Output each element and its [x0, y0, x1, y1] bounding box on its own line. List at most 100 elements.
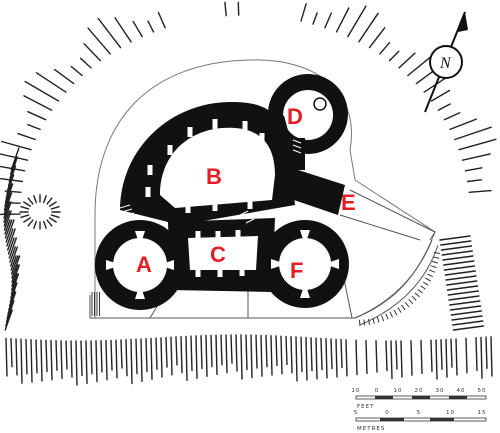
bridge-mark [430, 265, 437, 269]
hachure-mark [430, 339, 433, 373]
hachure-mark [45, 339, 48, 373]
bridge-mark [414, 292, 420, 298]
hachure-mark [455, 338, 458, 376]
embrasure [106, 260, 122, 270]
hachure-mark [0, 165, 26, 172]
label-c: C [210, 242, 226, 267]
arrow-slit [167, 145, 173, 155]
hachure-mark [245, 334, 248, 371]
hachure-mark [185, 335, 188, 382]
hachure-mark [195, 335, 198, 379]
bridge-mark [389, 311, 394, 318]
hachure-mark [135, 338, 138, 375]
hachure-mark [83, 43, 102, 62]
bridge-mark [431, 260, 439, 264]
hachure-mark [27, 197, 34, 205]
hachure-mark [30, 339, 33, 383]
hachure-mark [454, 126, 492, 141]
hachure-mark [330, 338, 333, 370]
arrow-slit [217, 267, 223, 277]
hachure-mark [170, 336, 173, 376]
hachure-mark [250, 334, 253, 379]
hachure-mark [435, 339, 438, 380]
hachure-mark [3, 201, 12, 223]
hachure-mark [43, 195, 47, 204]
hachure-mark [220, 334, 223, 366]
bridge-mark [420, 285, 426, 290]
hachure-mark [325, 338, 328, 379]
arrow-slit [215, 231, 221, 241]
arrow-slit [239, 266, 245, 276]
hachure-mark [147, 20, 155, 33]
hachure-mark [49, 217, 57, 223]
hachure-mark [310, 337, 313, 372]
hachure-mark [132, 20, 143, 38]
hachure-mark [24, 80, 60, 102]
scale-feet-tick: 20 [415, 388, 424, 394]
scale-feet-tick: 10 [394, 388, 403, 394]
bridge-mark [417, 289, 423, 294]
hachure-mark [85, 340, 88, 385]
hachure-mark [210, 334, 213, 368]
hachure-mark [430, 89, 451, 102]
hachure-mark [445, 338, 448, 378]
hachure-mark [480, 336, 483, 379]
hachure-mark [10, 147, 20, 171]
hachure-mark [20, 214, 30, 219]
bridge-mark [397, 307, 402, 313]
arrow-slit [185, 203, 191, 213]
arrow-slit [195, 267, 201, 277]
bridge-mark [401, 304, 406, 311]
hachure-mark [466, 179, 482, 183]
hachure-mark [6, 228, 16, 251]
hachure-mark [10, 338, 13, 368]
bridge-mark [385, 313, 389, 320]
hachure-mark [5, 337, 8, 377]
bridge-hatching [91, 252, 440, 326]
hachure-mark [3, 192, 12, 211]
stair-details [119, 139, 302, 224]
bridge-mark [363, 319, 366, 326]
hachure-mark [230, 334, 233, 364]
hachure-mark [130, 338, 133, 385]
hachure-mark [420, 339, 423, 374]
link-wall-bd [262, 115, 290, 141]
hachure-mark [6, 228, 14, 247]
hachure-mark [452, 325, 485, 331]
north-arrow-circle [429, 45, 463, 79]
scale-feet-tick: 30 [436, 388, 445, 394]
hachure-mark [4, 219, 13, 239]
scale-feet-tick: 0 [375, 388, 380, 394]
hachure-mark [312, 12, 318, 25]
hachure-mark [235, 334, 238, 372]
hachure-mark [200, 335, 203, 370]
hachure-mark [340, 338, 343, 369]
hachure-mark [215, 334, 218, 376]
hachure-mark [443, 265, 476, 271]
scale-metre-fill [380, 418, 404, 421]
hachure-mark [300, 336, 303, 373]
hachure-mark [446, 280, 478, 286]
embrasure [135, 231, 145, 247]
hachure-mark [10, 273, 20, 295]
hachure-mark [439, 235, 471, 241]
hachure-mark [375, 340, 378, 373]
hachure-mark [145, 338, 148, 373]
hachure-mark [442, 255, 474, 261]
bridge-mark [381, 315, 385, 322]
arrow-slit [147, 165, 153, 175]
hachure-mark [390, 340, 393, 380]
hachure-mark [5, 309, 13, 327]
hachure-mark [20, 338, 23, 384]
hachure-mark [446, 285, 479, 291]
hachure-mark [10, 255, 19, 275]
hachure-mark [17, 132, 36, 141]
hachure-mark [345, 339, 348, 377]
hachure-mark [452, 320, 484, 326]
hachure-mark [450, 338, 453, 368]
castle-masonry [94, 74, 349, 310]
scale-feet-tick: 40 [457, 388, 466, 394]
hachure-mark [358, 12, 379, 43]
